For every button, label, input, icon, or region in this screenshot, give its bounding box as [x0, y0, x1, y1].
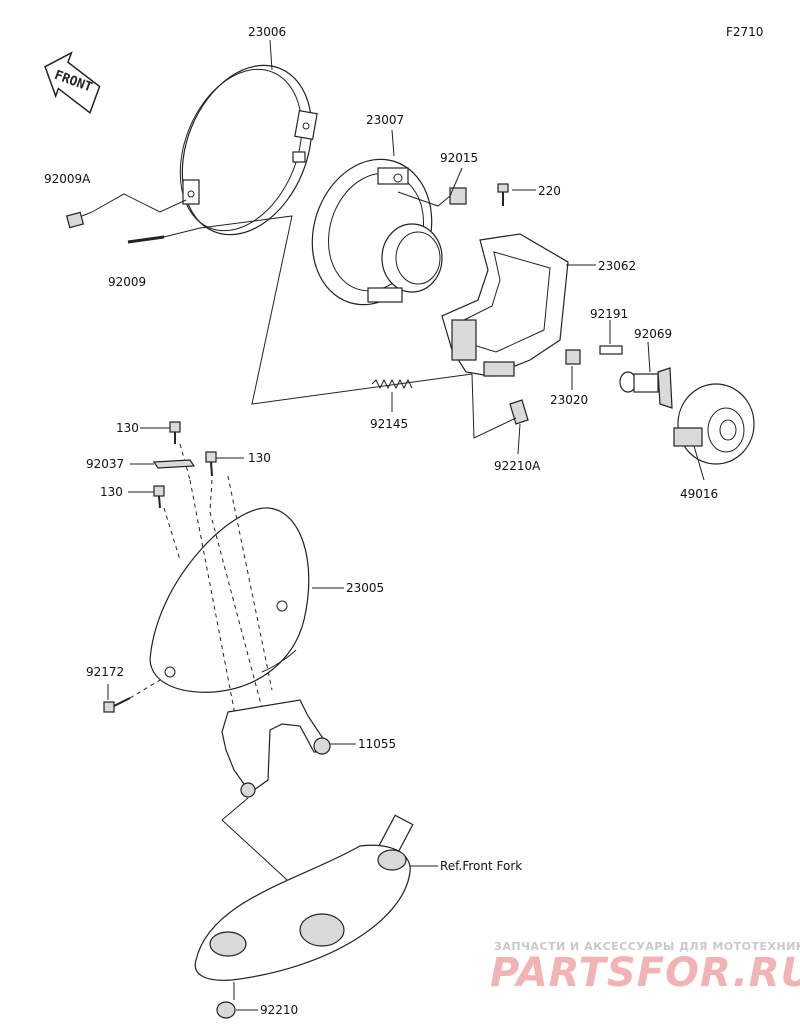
reflector-23007 — [311, 158, 443, 306]
watermark-line1: ЗАПЧАСТИ И АКСЕССУАРЫ ДЛЯ МОТОТЕХНИКИ — [494, 940, 800, 953]
label-92172: 92172 — [86, 665, 124, 679]
bolt-130-upper — [140, 421, 191, 481]
label-92191: 92191 — [590, 307, 628, 321]
front-arrow-icon: FRONT — [44, 51, 101, 115]
bracket-11055 — [221, 699, 331, 798]
bracket-23062 — [441, 233, 569, 377]
label-92210A: 92210A — [494, 459, 541, 473]
label-220: 220 — [538, 184, 561, 198]
front-fork-stem — [194, 797, 414, 1000]
spring-92145 — [371, 378, 413, 412]
label-23005: 23005 — [346, 581, 384, 595]
label-92069: 92069 — [634, 327, 672, 341]
nut-92210A — [471, 373, 529, 455]
pin-92191 — [599, 320, 623, 355]
label-49016: 49016 — [680, 487, 718, 501]
label-ref-front-fork: Ref.Front Fork — [440, 859, 522, 873]
screw-92009A — [65, 193, 187, 229]
clip-23020 — [565, 349, 581, 390]
nut-92015 — [397, 167, 467, 207]
label-130-right: 130 — [248, 451, 271, 465]
label-23062: 23062 — [598, 259, 636, 273]
screw-92172 — [103, 679, 161, 713]
headlight-housing-23005 — [149, 507, 310, 693]
label-92015: 92015 — [440, 151, 478, 165]
label-23006: 23006 — [248, 25, 286, 39]
watermark-line2: PARTSFOR.RU — [490, 950, 800, 996]
bolt-130-right — [205, 451, 244, 513]
label-92210: 92210 — [260, 1003, 298, 1017]
washer-92037 — [130, 459, 196, 469]
screw-92009 — [127, 227, 201, 244]
figure-id: F2710 — [726, 25, 763, 39]
bulb-92069 — [619, 341, 673, 409]
dust-cover-49016 — [673, 383, 755, 481]
bolt-130-lower — [128, 485, 181, 561]
label-11055: 11055 — [358, 737, 396, 751]
label-130-lower: 130 — [100, 485, 123, 499]
label-130-upper: 130 — [116, 421, 139, 435]
headlight-rim-23006 — [179, 64, 318, 236]
label-23020: 23020 — [550, 393, 588, 407]
label-92009A: 92009A — [44, 172, 91, 186]
label-92145: 92145 — [370, 417, 408, 431]
label-92009: 92009 — [108, 275, 146, 289]
label-92037: 92037 — [86, 457, 124, 471]
nut-92210 — [216, 1001, 258, 1019]
screw-220 — [497, 183, 536, 206]
label-23007: 23007 — [366, 113, 404, 127]
